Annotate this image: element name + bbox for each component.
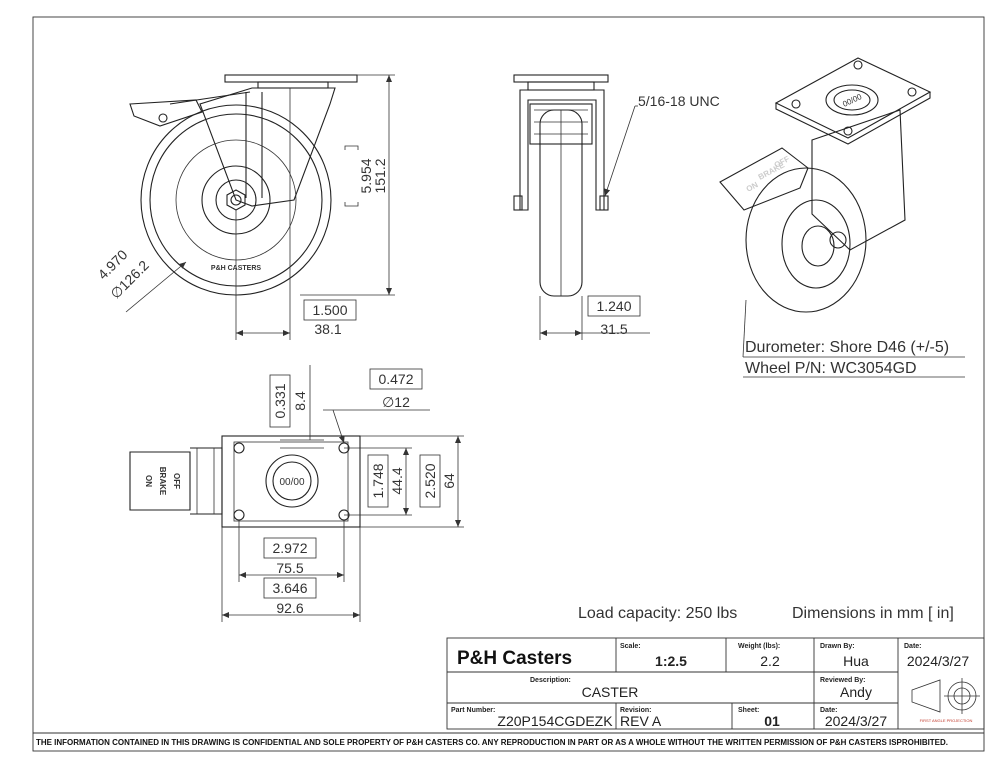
date-value: 2024/3/27 bbox=[907, 653, 969, 669]
top-brake-label: BRAKE bbox=[158, 467, 167, 496]
units-note: Dimensions in mm [ in] bbox=[792, 605, 954, 622]
revision-label: Revision: bbox=[620, 707, 652, 714]
date2-label: Date: bbox=[820, 707, 838, 714]
date-label: Date: bbox=[904, 643, 922, 650]
iso-stamp: 00/00 bbox=[841, 92, 863, 109]
top-brake-on: ON bbox=[144, 475, 153, 487]
revision-value: REV A bbox=[620, 713, 662, 729]
side-offset-in: 1.500 bbox=[312, 302, 347, 318]
top-plate-h-mm: 64 bbox=[441, 473, 457, 489]
top-plate-w-in: 3.646 bbox=[272, 580, 307, 596]
top-slot-in: 0.331 bbox=[272, 383, 288, 418]
top-slot-mm: 8.4 bbox=[292, 391, 308, 411]
top-hole-mm: ∅12 bbox=[382, 394, 410, 410]
description-value: CASTER bbox=[582, 684, 639, 700]
front-thread-note: 5/16-18 UNC bbox=[638, 93, 720, 109]
part-number-value: Z20P154CGDEZK bbox=[497, 713, 613, 729]
drawn-by-label: Drawn By: bbox=[820, 643, 855, 650]
projection-label: FIRST ANGLE PROJECTION bbox=[920, 718, 973, 723]
top-stamp: 00/00 bbox=[279, 477, 304, 488]
top-brake-off: OFF bbox=[172, 473, 181, 489]
reviewed-by-label: Reviewed By: bbox=[820, 677, 866, 684]
wheel-pn-note: Wheel P/N: WC3054GD bbox=[745, 360, 917, 377]
front-width-in: 1.240 bbox=[596, 298, 631, 314]
iso-brake-on: ON bbox=[745, 180, 760, 194]
top-pattern-w-mm: 75.5 bbox=[276, 560, 303, 576]
weight-label: Weight (lbs): bbox=[738, 643, 780, 650]
top-view: OFF BRAKE ON 00/00 0.331 8.4 0.472 ∅12 1… bbox=[129, 365, 464, 622]
date2-value: 2024/3/27 bbox=[825, 713, 887, 729]
front-view: 5/16-18 UNC 1.240 31.5 bbox=[513, 74, 720, 340]
reviewed-by-value: Andy bbox=[840, 684, 872, 700]
durometer-note: Durometer: Shore D46 (+/-5) bbox=[745, 339, 949, 356]
side-height-mm: 151.2 bbox=[372, 158, 388, 193]
top-hole-in: 0.472 bbox=[378, 371, 413, 387]
side-view: P&H CASTERS 5.954 151.2 4.970 ∅126.2 1.5… bbox=[94, 74, 395, 340]
weight-value: 2.2 bbox=[760, 653, 780, 669]
confidentiality-footer: THE INFORMATION CONTAINED IN THIS DRAWIN… bbox=[36, 738, 948, 747]
company-name: P&H Casters bbox=[457, 648, 572, 669]
sheet-label: Sheet: bbox=[738, 707, 759, 714]
scale-label: Scale: bbox=[620, 643, 641, 650]
drawn-by-value: Hua bbox=[843, 653, 869, 669]
part-number-label: Part Number: bbox=[451, 707, 495, 714]
scale-value: 1:2.5 bbox=[655, 653, 687, 669]
first-angle-projection-icon: FIRST ANGLE PROJECTION bbox=[911, 678, 980, 723]
isometric-view: 00/00 OFF BRAKE ON Durometer: Shore D46 … bbox=[719, 57, 965, 378]
top-pattern-h-mm: 44.4 bbox=[389, 467, 405, 494]
iso-brake-label: BRAKE bbox=[757, 160, 787, 182]
top-pattern-h-in: 1.748 bbox=[370, 463, 386, 498]
top-plate-h-in: 2.520 bbox=[422, 463, 438, 498]
title-block: P&H Casters Scale: 1:2.5 Weight (lbs): 2… bbox=[446, 637, 985, 730]
top-pattern-w-in: 2.972 bbox=[272, 540, 307, 556]
side-height-in: 5.954 bbox=[358, 158, 374, 193]
sheet-value: 01 bbox=[764, 713, 780, 729]
description-label: Description: bbox=[530, 677, 571, 684]
sheet-border bbox=[32, 16, 985, 752]
load-capacity-note: Load capacity: 250 lbs bbox=[578, 605, 737, 622]
side-offset-mm: 38.1 bbox=[314, 321, 341, 337]
top-plate-w-mm: 92.6 bbox=[276, 600, 303, 616]
front-width-mm: 31.5 bbox=[600, 321, 627, 337]
